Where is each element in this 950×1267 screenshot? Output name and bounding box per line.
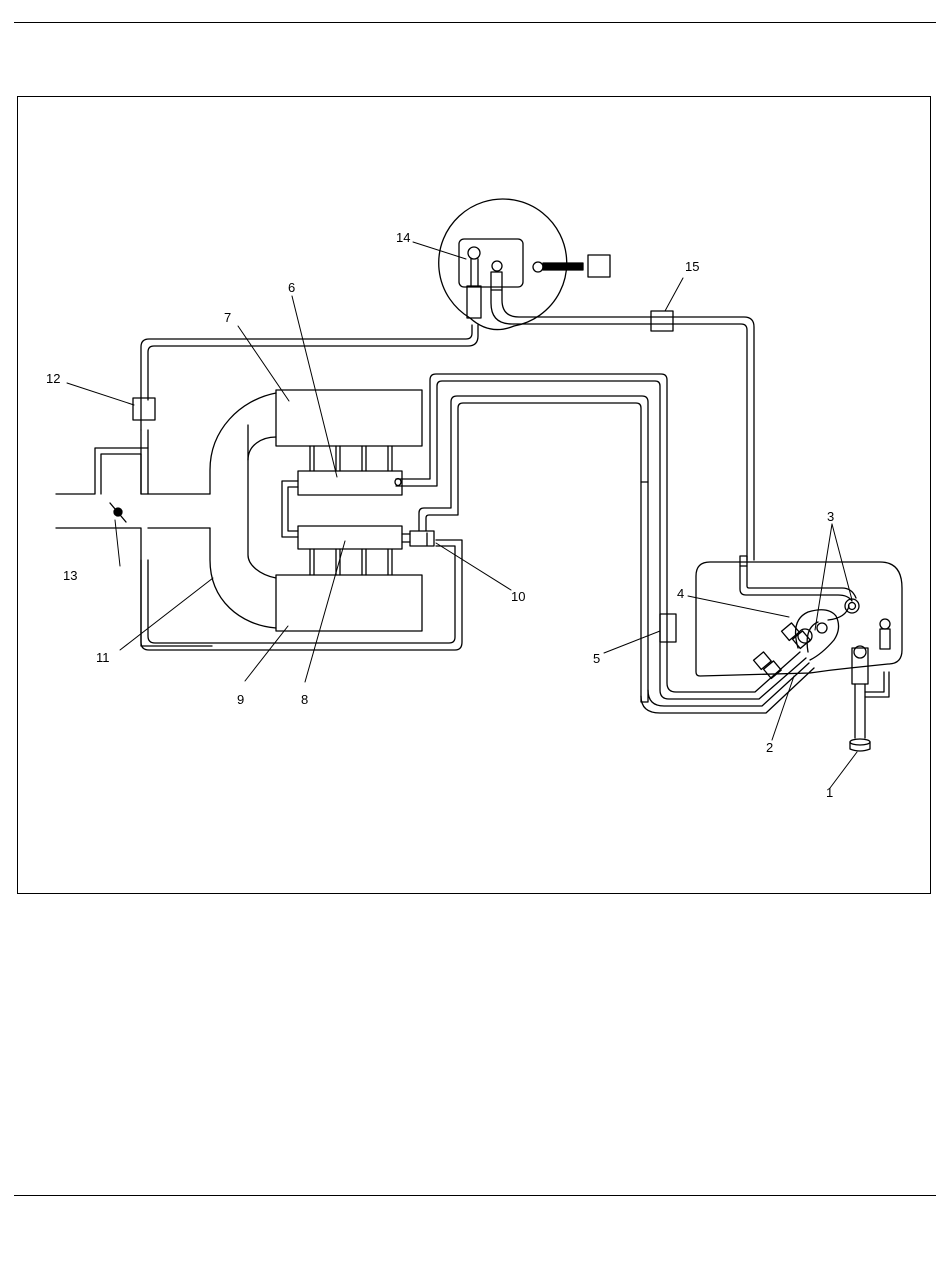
callout-11: 11 [96, 650, 110, 665]
injector-posts [310, 446, 392, 575]
callout-13: 13 [63, 568, 77, 583]
callout-9: 9 [237, 692, 244, 707]
callout-14: 14 [396, 230, 410, 245]
intake-duct [56, 430, 212, 646]
filler-neck [850, 646, 889, 751]
lower-vacuum-loop-inner [148, 546, 455, 643]
lower-fuel-rail [298, 526, 402, 549]
fuel-filter [660, 614, 676, 642]
fuel-tank [696, 562, 902, 676]
callout-1: 1 [826, 785, 833, 800]
intake-manifold [210, 393, 276, 628]
callout-3: 3 [827, 509, 834, 524]
callout-4: 4 [677, 586, 684, 601]
fuel-return-line [419, 396, 814, 713]
lower-vacuum-loop [141, 540, 462, 650]
pressure-regulator [402, 531, 434, 546]
callout-6: 6 [288, 280, 295, 295]
purge-solenoid [133, 398, 155, 420]
vent-valve [651, 311, 673, 331]
callout-15: 15 [685, 259, 699, 274]
callout-5: 5 [593, 651, 600, 666]
upper-cylinder-bank [276, 390, 422, 446]
callout-7: 7 [224, 310, 231, 325]
evap-canister [439, 199, 610, 330]
callout-2: 2 [766, 740, 773, 755]
callout-12: 12 [46, 371, 60, 386]
throttle-plate [110, 503, 126, 522]
rail-crossover-inner [288, 487, 298, 531]
callout-8: 8 [301, 692, 308, 707]
lower-cylinder-bank [276, 575, 422, 631]
vapor-line [491, 290, 856, 601]
callout-10: 10 [511, 589, 525, 604]
rail-crossover-outer [282, 481, 298, 537]
upper-fuel-rail [298, 471, 402, 495]
